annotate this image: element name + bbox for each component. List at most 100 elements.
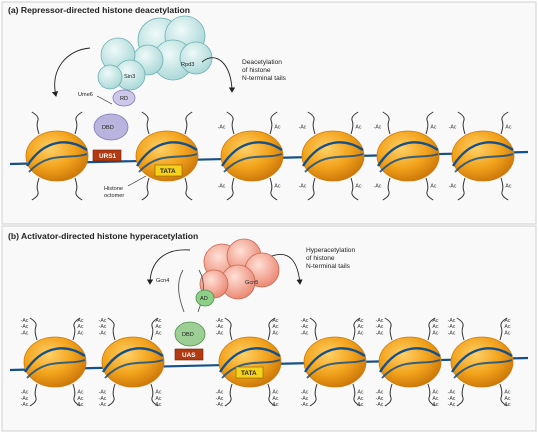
acetyl-label: Ac	[504, 402, 510, 408]
acetyl-label: -Ac	[218, 124, 226, 130]
acetyl-label: Ac	[505, 124, 511, 130]
deacetylase-complex: Rpd3 Sin3 RD DBD Ume6	[78, 15, 213, 141]
nucleosome-b-1	[23, 336, 87, 388]
acetyl-label: -Ac	[376, 396, 384, 402]
acetyl-label: Ac	[432, 390, 438, 396]
acetyl-label: Ac	[155, 390, 161, 396]
octamer-leader-line	[127, 175, 147, 187]
histone-tail-b-4-3: -Ac-Ac-Ac	[301, 383, 318, 408]
urs1-label: URS1	[99, 153, 116, 160]
dbd-label-b: DBD	[182, 332, 194, 338]
acetyl-label: Ac	[357, 396, 363, 402]
acetyl-label: Ac	[504, 396, 510, 402]
acetyl-label: -Ac	[449, 184, 457, 190]
acetyl-label: Ac	[155, 402, 161, 408]
histone-tail-b-2-1: -Ac-Ac-Ac	[99, 317, 116, 341]
histone-tail-a-5-1: -Ac	[374, 111, 391, 135]
nucleosome-row-a	[25, 130, 515, 182]
gcn4-dimer-arms	[178, 269, 204, 313]
nucleosome-a-5	[376, 130, 440, 182]
deacetylation-note: Deacetylation of histone N-terminal tail…	[242, 59, 287, 82]
histone-tail-a-1-1	[31, 111, 40, 135]
acetyl-label: Ac	[504, 318, 510, 324]
histone-tail-a-5-3: -Ac	[374, 177, 391, 201]
nucleosome-b-4	[303, 336, 367, 388]
acetyl-label: -Ac	[299, 124, 307, 130]
histone-tail-a-2-1	[141, 111, 150, 135]
histone-tail-a-3-3: -Ac	[218, 177, 235, 201]
histone-tail-b-5-3: -Ac-Ac-Ac	[376, 383, 393, 408]
histone-tail-a-2-2	[184, 111, 193, 135]
acetyl-label: Ac	[77, 402, 83, 408]
histone-tail-a-1-2	[74, 111, 83, 135]
acetyl-label: -Ac	[99, 318, 107, 324]
acetyl-label: -Ac	[21, 318, 29, 324]
histone-tails-b: -Ac-Ac-AcAcAcAc-Ac-Ac-AcAcAcAc-Ac-Ac-AcA…	[21, 317, 511, 408]
acetyl-label: Ac	[355, 184, 361, 190]
nucleosome-row-b	[23, 336, 514, 388]
histone-tail-a-6-2: Ac	[500, 111, 512, 135]
acetyl-label: -Ac	[448, 396, 456, 402]
acetyl-label: Ac	[432, 330, 438, 336]
acetyl-label: -Ac	[216, 330, 224, 336]
histone-tail-b-1-3: -Ac-Ac-Ac	[21, 383, 38, 408]
acetyl-label: -Ac	[21, 390, 29, 396]
acetyl-label: Ac	[77, 324, 83, 330]
tata-box-b	[235, 366, 264, 379]
ume6-label: Ume6	[78, 92, 93, 98]
histone-tail-a-1-3	[31, 177, 40, 201]
histone-tail-b-1-1: -Ac-Ac-Ac	[21, 317, 38, 341]
acetyl-label: Ac	[77, 330, 83, 336]
histone-tail-a-2-4	[184, 177, 193, 201]
hyperacetylation-note: Hyperacetylation of histone N-terminal t…	[306, 247, 357, 270]
sin3-label: Sin3	[124, 74, 135, 80]
rpd3-label: Rpd3	[181, 62, 194, 68]
histone-tail-a-3-1: -Ac	[218, 111, 235, 135]
histone-tail-a-6-3: -Ac	[449, 177, 466, 201]
acetyl-label: -Ac	[376, 318, 384, 324]
acetyl-label: -Ac	[449, 124, 457, 130]
acetyl-label: Ac	[155, 324, 161, 330]
ad-label: AD	[200, 296, 208, 302]
histone-tail-a-4-1: -Ac	[299, 111, 316, 135]
acetyl-label: Ac	[357, 318, 363, 324]
acetyl-label: -Ac	[216, 324, 224, 330]
acetyl-label: Ac	[430, 184, 436, 190]
acetyl-label: Ac	[155, 318, 161, 324]
acetyl-label: Ac	[272, 390, 278, 396]
histone-tail-b-5-1: -Ac-Ac-Ac	[376, 317, 393, 341]
panel-b-title: (b) Activator-directed histone hyperacet…	[8, 231, 198, 241]
histone-tail-b-2-3: -Ac-Ac-Ac	[99, 383, 116, 408]
acetyl-label: Ac	[77, 396, 83, 402]
uas-box	[174, 348, 204, 361]
acetyl-label: -Ac	[99, 390, 107, 396]
uas-label: UAS	[182, 352, 196, 359]
acetyl-label: -Ac	[21, 402, 29, 408]
nucleosome-b-5	[378, 336, 442, 388]
dbd-domain-a	[93, 113, 129, 141]
acetyl-label: -Ac	[21, 324, 29, 330]
nucleosome-b-2	[101, 336, 165, 388]
acetyl-label: -Ac	[301, 318, 309, 324]
acetyl-label: -Ac	[21, 396, 29, 402]
histone-tail-a-2-3	[141, 177, 150, 201]
nucleosome-b-3	[218, 336, 282, 388]
acetyl-label: -Ac	[301, 390, 309, 396]
acetyl-label: -Ac	[301, 396, 309, 402]
tata-label-a: TATA	[160, 168, 176, 175]
histone-tail-a-4-4: Ac	[350, 177, 362, 201]
acetyl-label: Ac	[357, 324, 363, 330]
acetyl-label: -Ac	[216, 402, 224, 408]
gcn5-label: Gcn5	[245, 280, 258, 286]
acetyl-label: -Ac	[216, 396, 224, 402]
acetyl-label: -Ac	[374, 124, 382, 130]
